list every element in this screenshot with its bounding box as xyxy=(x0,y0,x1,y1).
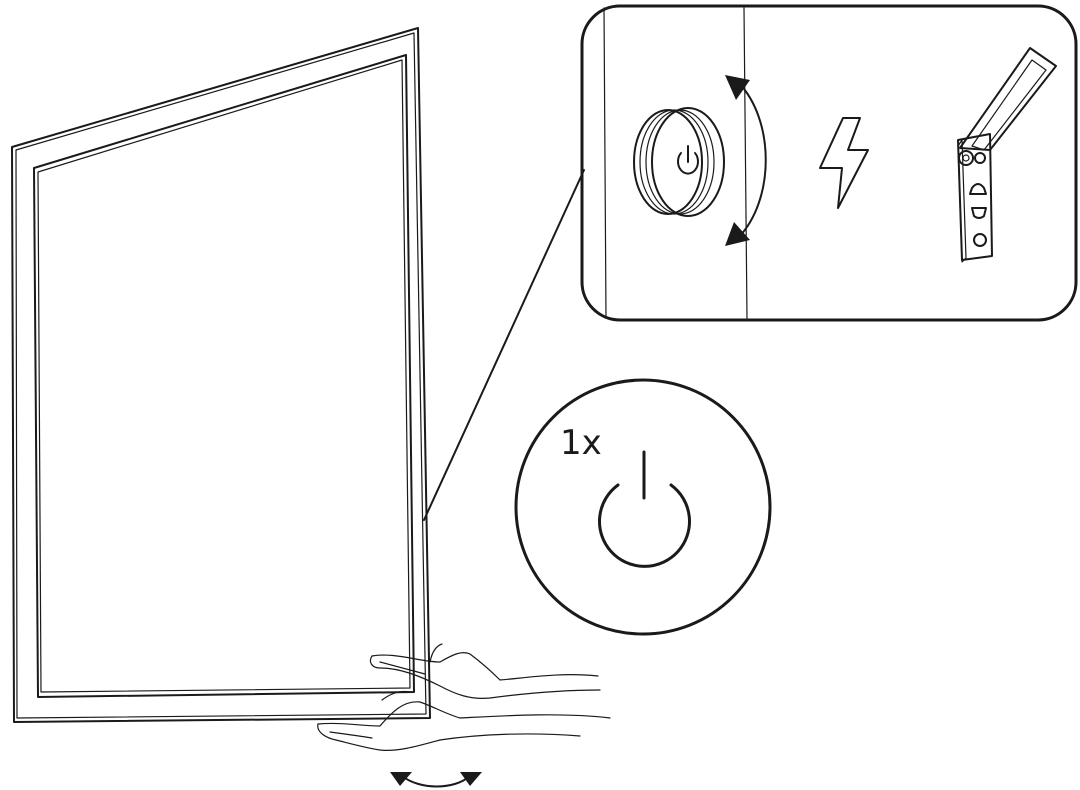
mirror-panel xyxy=(11,27,431,723)
detail-inset xyxy=(580,4,1078,322)
small-power-icon xyxy=(677,145,699,175)
detail-leader-line xyxy=(423,169,585,521)
power-touch-button-icon xyxy=(633,107,725,217)
hand-wave-sensor-icon xyxy=(317,643,611,751)
wall-mount-bracket-icon xyxy=(957,47,1057,263)
press-count-label: 1x xyxy=(560,423,602,463)
lightning-bolt-icon xyxy=(819,117,869,209)
power-callout: 1x xyxy=(514,378,772,636)
power-icon xyxy=(598,450,691,568)
rotate-arrows-icon xyxy=(725,75,767,246)
swipe-arrows-icon xyxy=(390,772,482,788)
